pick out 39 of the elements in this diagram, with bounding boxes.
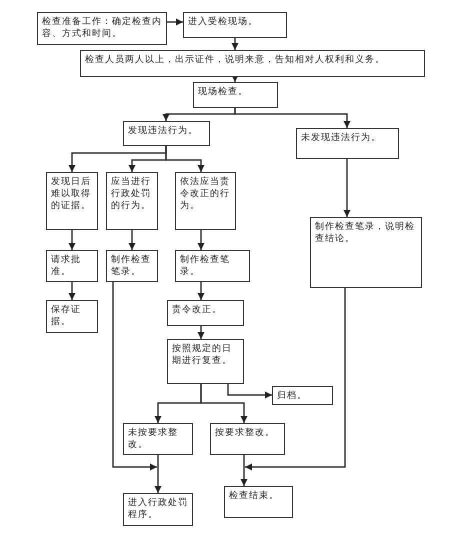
process-box: 应当进行行政处罚的行为。 xyxy=(106,172,158,230)
arrow xyxy=(165,146,204,172)
arrow xyxy=(68,282,76,300)
process-box: 归档。 xyxy=(272,386,333,405)
process-box: 未发现违法行为。 xyxy=(296,128,399,159)
arrow xyxy=(227,384,272,398)
arrow xyxy=(154,455,162,493)
process-box: 发现日后难以取得的证据。 xyxy=(46,172,98,230)
arrow xyxy=(232,38,238,50)
process-box: 制作检查笔录。 xyxy=(175,250,250,282)
process-box: 检查结束。 xyxy=(224,486,293,518)
arrow xyxy=(245,288,346,470)
process-box: 制作检查笔录，说明检查结论。 xyxy=(310,217,422,288)
process-box: 按照规定的日期进行复查。 xyxy=(167,339,244,384)
arrow xyxy=(344,159,350,217)
process-box: 保存证据。 xyxy=(46,300,98,333)
arrow xyxy=(232,75,238,82)
process-box: 进入受检现场。 xyxy=(183,12,287,38)
arrow xyxy=(198,326,204,339)
process-box: 检查人员两人以上，出示证件，说明来意，告知相对人权利和义务。 xyxy=(80,50,425,77)
arrow xyxy=(200,384,248,423)
process-box: 进入行政处罚程序。 xyxy=(123,493,193,526)
arrow xyxy=(234,108,350,128)
process-box: 制作检查笔录。 xyxy=(106,250,158,282)
arrow xyxy=(240,455,248,486)
process-box: 请求批准。 xyxy=(46,250,98,282)
arrow xyxy=(112,282,157,470)
process-box: 未按要求整改。 xyxy=(123,423,193,455)
arrow xyxy=(167,18,183,26)
arrow xyxy=(68,230,76,250)
process-box: 责令改正。 xyxy=(167,300,244,326)
arrow xyxy=(198,282,204,300)
arrow xyxy=(128,230,136,250)
arrow xyxy=(198,230,204,250)
process-box: 依法应当责令改正的行为。 xyxy=(175,172,236,230)
process-box: 按要求整改。 xyxy=(210,423,285,455)
process-box: 现场检查。 xyxy=(193,82,278,108)
process-box: 检查准备工作：确定检查内容、方式和时间。 xyxy=(37,12,167,45)
process-box: 发现违法行为。 xyxy=(123,121,210,146)
